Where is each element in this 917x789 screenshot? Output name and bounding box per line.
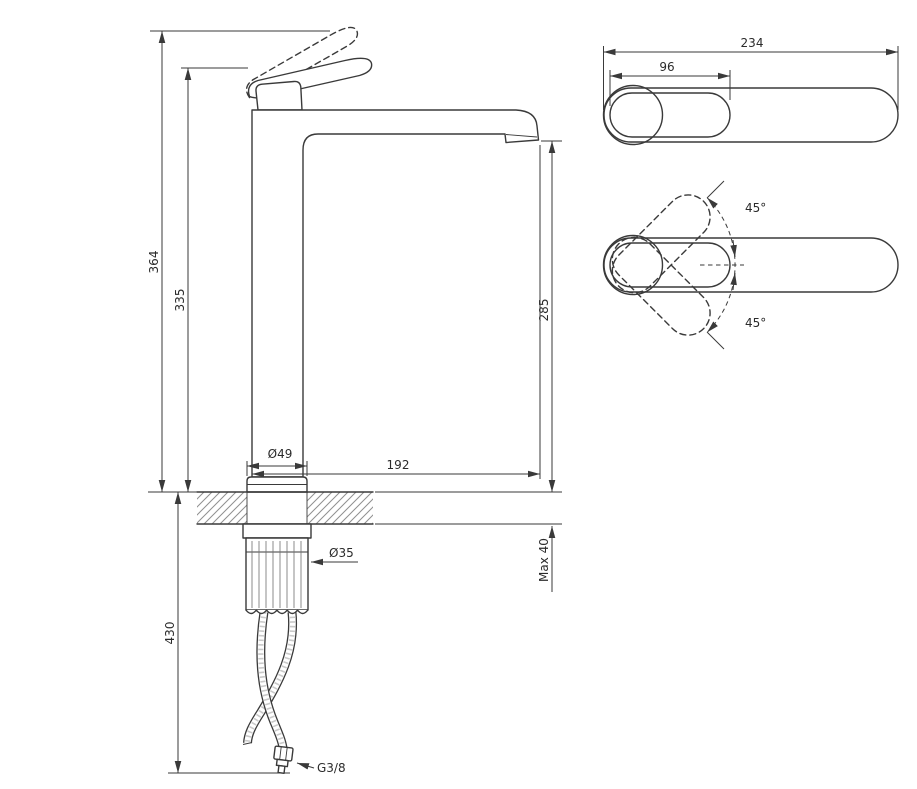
swivel-angle-down-label: 45°	[745, 316, 766, 330]
dim-total-length: 234	[603, 36, 899, 110]
dim-handle-length: 96	[609, 60, 731, 106]
hose-right	[256, 611, 288, 749]
hose-left	[242, 611, 298, 745]
faucet-body	[245, 26, 540, 493]
dim-total-height-label: 364	[147, 251, 161, 274]
dim-base-diameter: Ø49	[246, 447, 308, 476]
top-view-plan: 234 96	[602, 36, 899, 146]
nut-knurling	[251, 541, 302, 608]
front-view: 364 335 285 192 Ø49	[147, 26, 562, 775]
base-circle-top	[602, 84, 664, 146]
mounting-hardware	[242, 523, 312, 611]
handle-base	[255, 80, 303, 111]
dim-shank-diameter: Ø35	[311, 546, 358, 566]
base-circle-swivel	[602, 234, 664, 296]
deck-hatch-left	[197, 492, 247, 524]
mounting-nut	[245, 537, 309, 611]
spout-outline-top	[603, 87, 899, 143]
dim-total-height: 364	[147, 30, 330, 493]
spout-and-column	[251, 109, 540, 478]
dim-max-deck-label: Max 40	[537, 538, 551, 582]
dim-base-diameter-label: Ø49	[268, 447, 293, 461]
dim-spout-reach: 192	[252, 145, 541, 479]
handle-rotated-up	[611, 194, 711, 294]
deck-hatch-right	[307, 492, 373, 524]
hose-fitting	[273, 745, 294, 774]
handle-outline-top	[609, 92, 731, 138]
swivel-angle-up-label: 45°	[745, 201, 766, 215]
dim-hose-length: 430	[163, 492, 290, 774]
dim-hose-length-label: 430	[163, 622, 177, 645]
spout-outline-swivel	[603, 237, 899, 293]
dim-spout-height-label: 285	[537, 299, 551, 322]
dim-handle-height-label: 335	[173, 289, 187, 312]
aerator-detail-line	[505, 134, 538, 138]
mounting-washer	[242, 523, 312, 539]
counter-section	[196, 491, 374, 525]
supply-hoses	[242, 609, 309, 774]
top-view-swivel: 45° 45°	[602, 180, 899, 350]
dim-spout-height: 285	[375, 140, 562, 493]
dim-spout-reach-label: 192	[387, 458, 410, 472]
dim-handle-height: 335	[173, 67, 248, 492]
label-thread: G3/8	[296, 761, 346, 775]
dim-max-deck: Max 40	[375, 523, 562, 592]
dim-total-length-label: 234	[741, 36, 764, 50]
nut-castellation	[245, 609, 309, 615]
thread-label: G3/8	[317, 761, 346, 775]
dim-shank-diameter-label: Ø35	[329, 546, 354, 560]
dim-handle-length-label: 96	[659, 60, 674, 74]
